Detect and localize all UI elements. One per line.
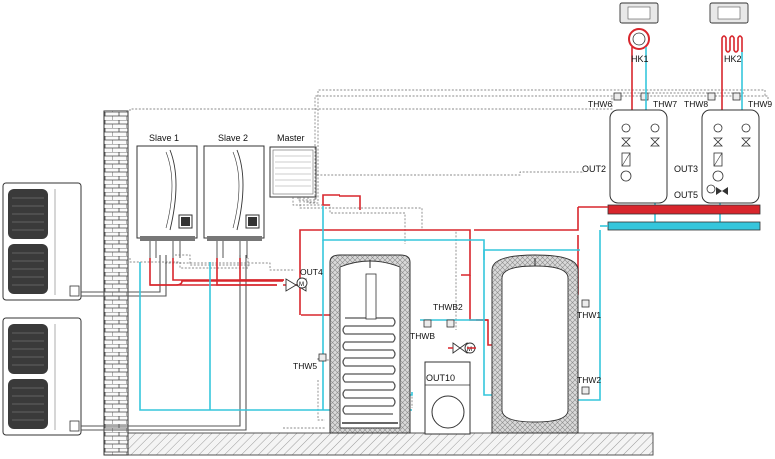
thw9-sensor (732, 92, 741, 101)
boiler-out10 (424, 361, 471, 435)
label-thw7: THW7 (653, 99, 677, 109)
manifold-flow (607, 204, 761, 215)
heating-coil (342, 317, 396, 415)
radiator-hk1 (628, 28, 650, 110)
dhw-tank (329, 254, 411, 434)
pump-group-hk2 (701, 109, 760, 204)
outdoor-unit-bottom (2, 317, 82, 436)
thw7-sensor (640, 92, 649, 101)
underfloor-hk2 (721, 35, 743, 110)
thwb-motor-valve: M (448, 342, 476, 354)
master-controller (269, 146, 317, 198)
ground-slab (127, 432, 654, 456)
out4-motor-valve: M (285, 277, 308, 292)
thw5-sensor (318, 353, 327, 362)
thermostat-hk2 (709, 2, 749, 24)
unit-connection-stubs (149, 241, 248, 258)
brick-wall (103, 110, 129, 456)
label-thw8: THW8 (684, 99, 708, 109)
indoor-unit-slave-1 (136, 145, 198, 241)
svg-text:M: M (467, 347, 472, 353)
label-out10: OUT10 (426, 373, 455, 383)
label-out4: OUT4 (300, 267, 323, 277)
svg-text:M: M (299, 282, 304, 288)
indoor-unit-slave-2 (203, 145, 265, 241)
outdoor-unit-top (2, 182, 82, 301)
label-thw5: THW5 (293, 361, 317, 371)
label-hk1: HK1 (631, 54, 649, 64)
label-thwb: THWB (410, 331, 435, 341)
thw8-sensor (707, 92, 716, 101)
label-out5: OUT5 (674, 190, 698, 200)
label-slave-1: Slave 1 (149, 133, 179, 143)
thw6-sensor (613, 92, 622, 101)
control-wiring (129, 89, 769, 432)
thw1-sensor (581, 299, 590, 308)
thwb2-sensor (446, 319, 455, 328)
label-hk2: HK2 (724, 54, 742, 64)
label-slave-2: Slave 2 (218, 133, 248, 143)
buffer-tank (491, 254, 579, 434)
thw2-sensor (581, 386, 590, 395)
label-thw1: THW1 (577, 310, 601, 320)
thermostat-hk1 (619, 2, 659, 24)
label-out2: OUT2 (582, 164, 606, 174)
pump-group-hk1 (609, 109, 668, 204)
temperature-sensors (318, 92, 741, 395)
label-thw9: THW9 (748, 99, 772, 109)
thwb-sensor (423, 319, 432, 328)
manifold-return (607, 221, 761, 231)
label-master: Master (277, 133, 305, 143)
refrigerant-lines (81, 255, 247, 431)
label-thwb2: THWB2 (433, 302, 463, 312)
label-thw2: THW2 (577, 375, 601, 385)
label-thw6: THW6 (588, 99, 612, 109)
label-out3: OUT3 (674, 164, 698, 174)
